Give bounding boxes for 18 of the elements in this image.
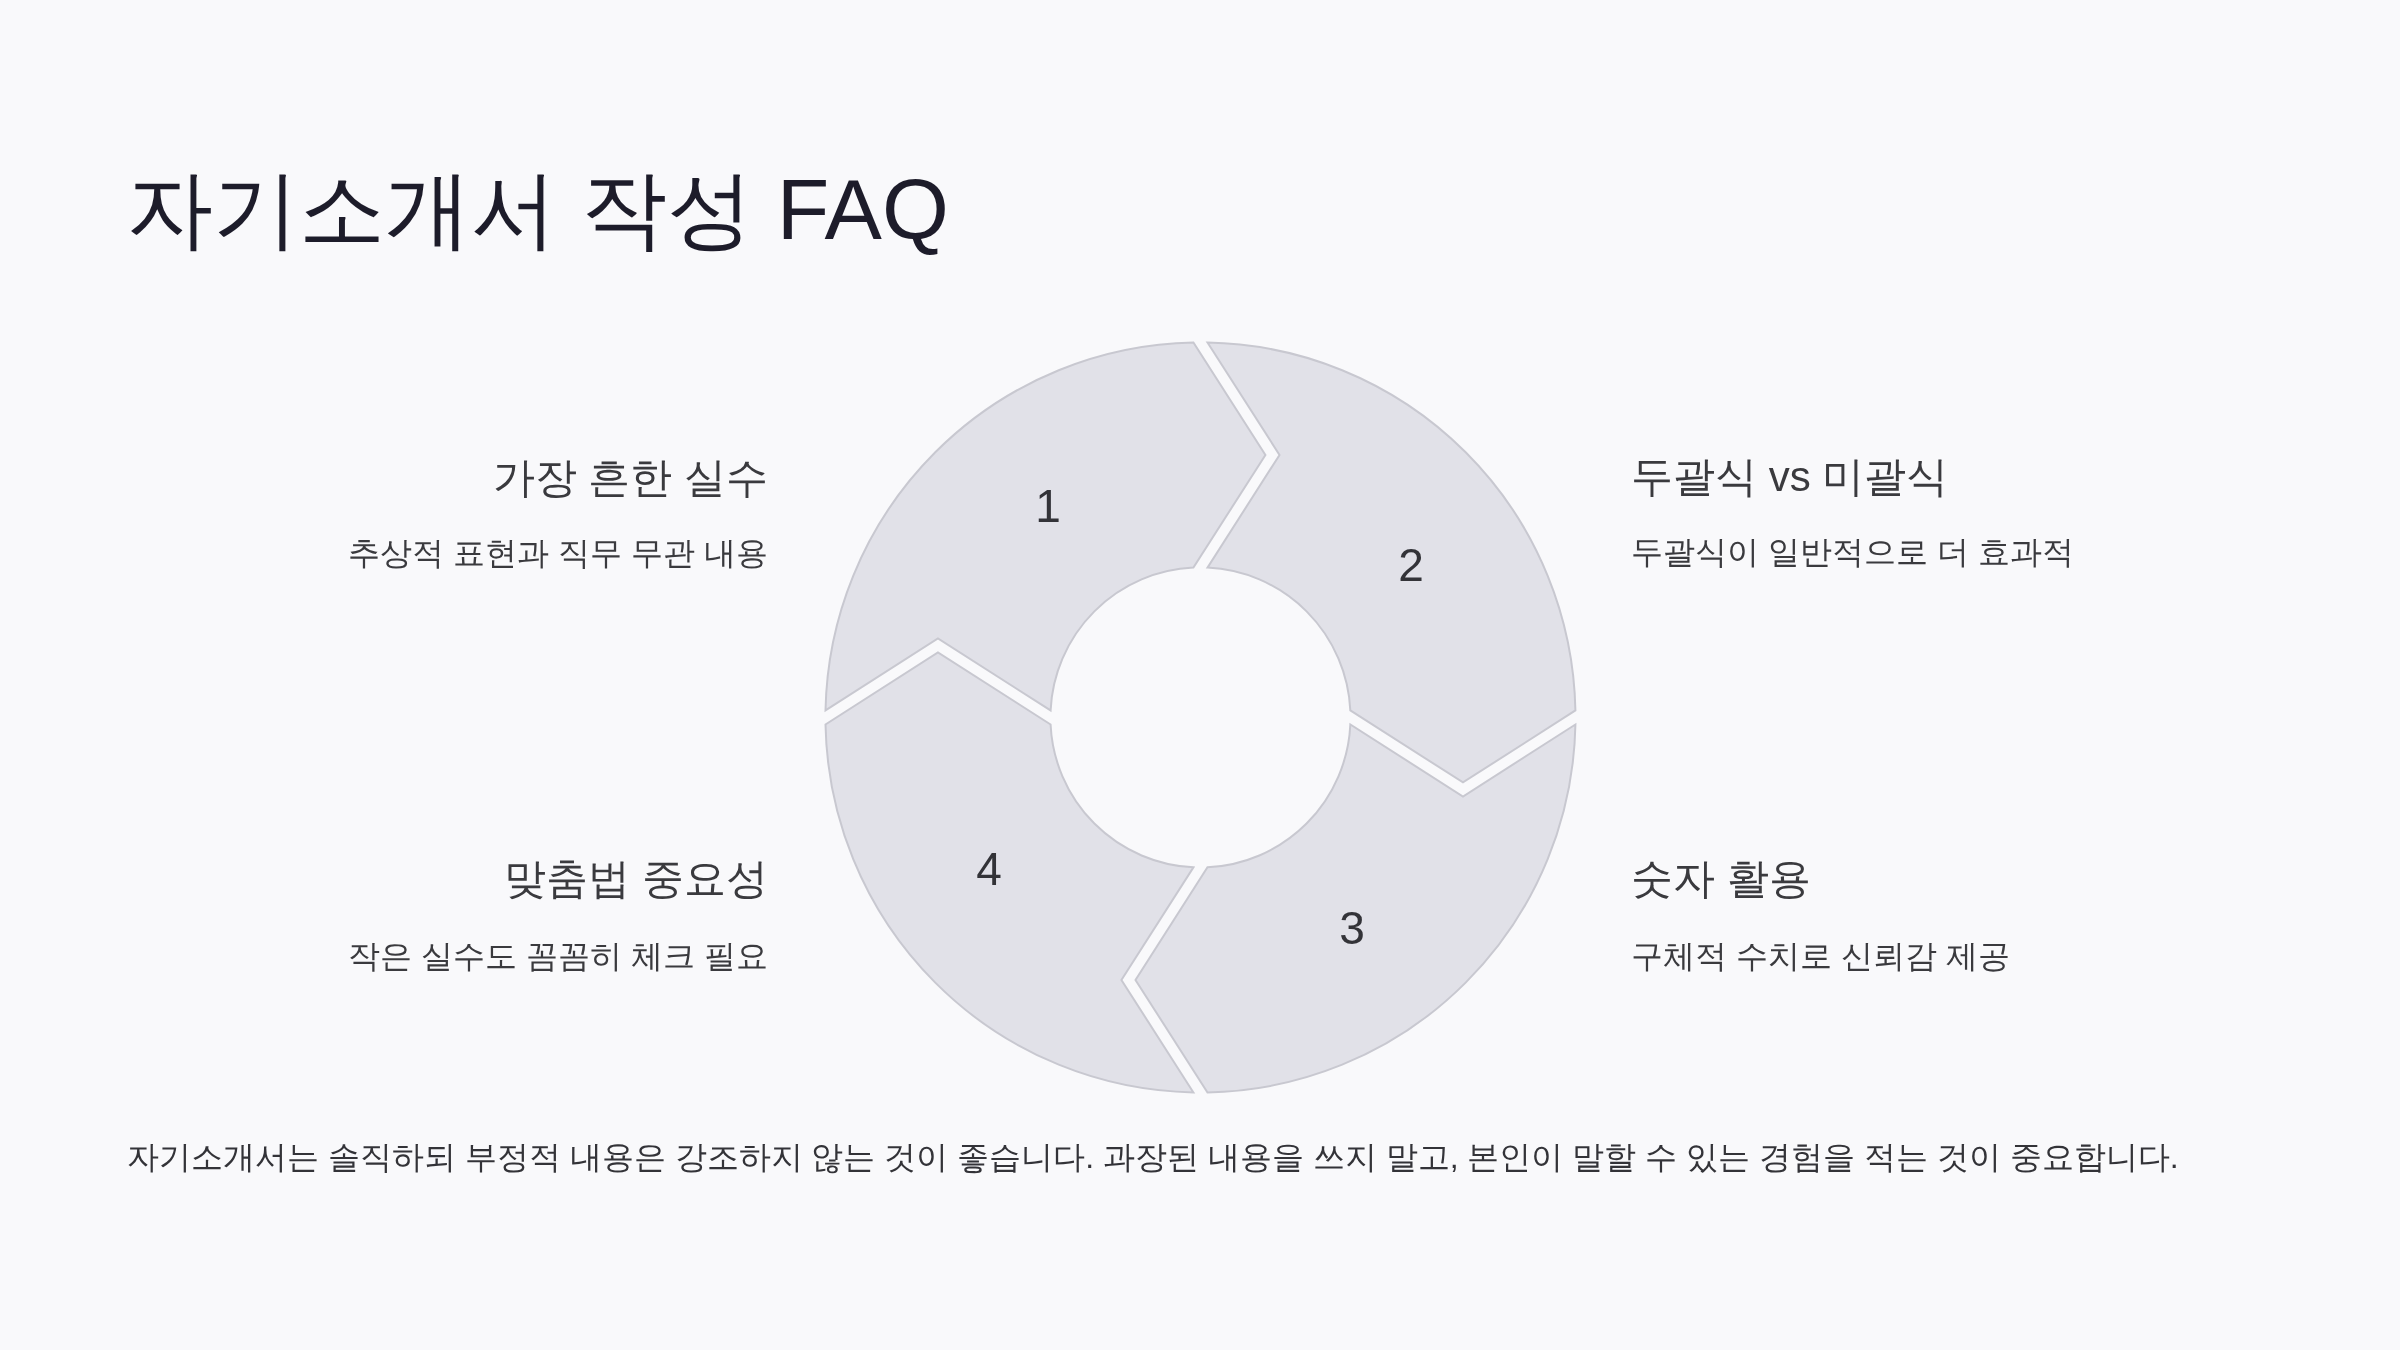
title: 자기소개서 작성 FAQ	[127, 160, 949, 259]
arrow-segment	[1205, 340, 1577, 784]
step-number: 2	[1398, 540, 1424, 590]
caption: 자기소개서는 솔직하되 부정적 내용은 강조하지 않는 것이 좋습니다. 과장된 내용을 쓰지 말고, 본인이 말할 수 있는 경험을 적는 것이 중요합니다.	[127, 1138, 2179, 1177]
item-heading: 두괄식 vs 미괄식	[1631, 452, 1949, 502]
item-description: 두괄식이 일반적으로 더 효과적	[1631, 533, 2074, 572]
arrow-segment	[823, 650, 1195, 1094]
item-description: 추상적 표현과 직무 무관 내용	[348, 534, 768, 573]
item-heading: 맞춤법 중요성	[504, 854, 768, 904]
item-description: 구체적 수치로 신뢰감 제공	[1631, 937, 2010, 976]
step-number: 1	[1035, 481, 1061, 531]
arrow-segment	[823, 340, 1267, 712]
item-heading: 숫자 활용	[1631, 854, 1811, 904]
item-description: 작은 실수도 꼼꼼히 체크 필요	[348, 937, 768, 976]
item-heading: 가장 흔한 실수	[492, 453, 768, 503]
step-number: 4	[976, 844, 1002, 894]
arrow-segment	[1133, 722, 1577, 1094]
step-number: 3	[1339, 903, 1365, 953]
